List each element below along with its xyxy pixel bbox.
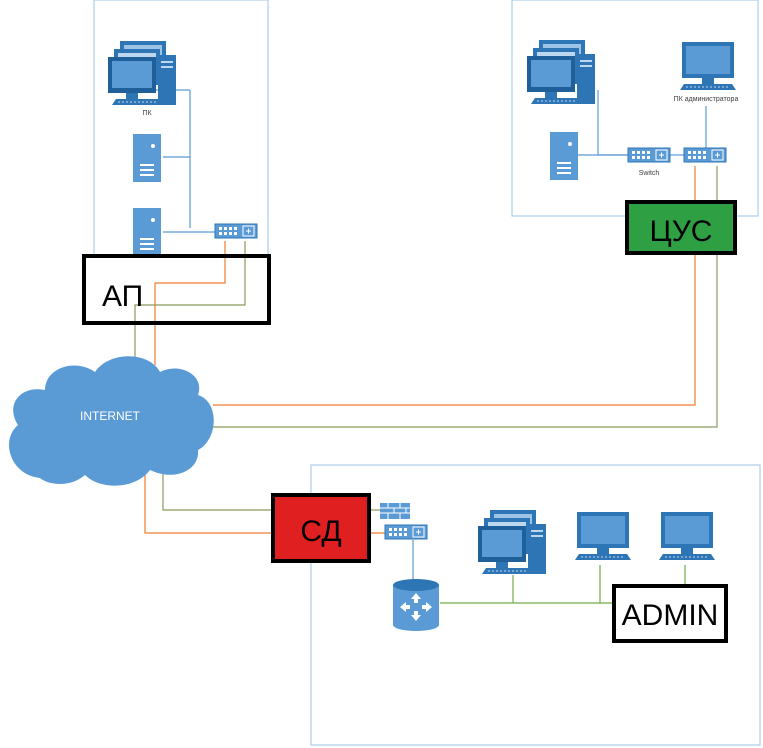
workstation-group-icon	[526, 39, 596, 105]
pc-admin-label: ПК администратора	[674, 96, 739, 103]
router-icon	[393, 579, 439, 631]
network-switch-icon	[627, 147, 671, 163]
pc-label: ПК	[142, 110, 152, 117]
tsus-zone: ЦУС	[625, 200, 737, 255]
tsus-zone-label: ЦУС	[650, 215, 713, 248]
monitor-icon	[679, 41, 737, 91]
monitor-icon	[574, 511, 632, 561]
network-switch-icon	[384, 524, 428, 540]
network-switch-icon	[683, 147, 727, 163]
firewall-icon	[380, 503, 410, 519]
tsus-site-panel	[511, 0, 759, 217]
workstation-group-icon	[107, 40, 177, 106]
ap-site-panel	[93, 0, 269, 257]
server-tower-icon	[550, 132, 578, 180]
internet-label: INTERNET	[80, 409, 141, 423]
sd-zone-label: СД	[300, 515, 341, 548]
sd-site-panel	[310, 464, 761, 746]
workstation-group-icon	[477, 509, 547, 575]
admin-zone: ADMIN	[612, 584, 728, 643]
server-tower-icon	[133, 208, 161, 256]
network-switch-icon	[214, 223, 258, 239]
ap-zone: АП	[82, 254, 271, 325]
ap-zone-label: АП	[102, 280, 143, 313]
monitor-icon	[658, 511, 716, 561]
switch-label: Switch	[639, 170, 660, 177]
server-tower-icon	[133, 134, 161, 182]
internet-cloud-icon	[9, 356, 214, 486]
sd-zone: СД	[271, 493, 371, 563]
admin-zone-label: ADMIN	[622, 599, 719, 632]
